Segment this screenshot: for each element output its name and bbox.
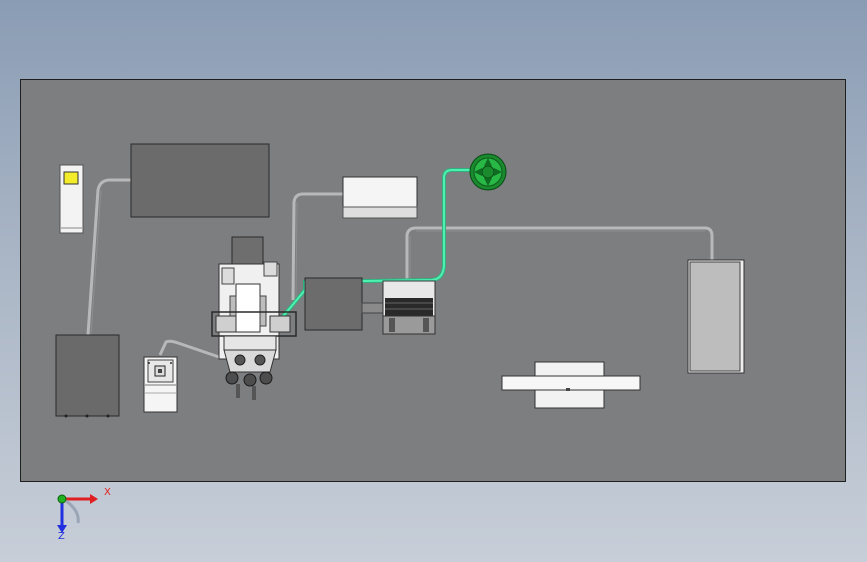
gray-pipes-shadow bbox=[90, 189, 705, 336]
green-fan-icon[interactable] bbox=[469, 153, 507, 191]
machine-head[interactable] bbox=[211, 236, 297, 400]
cabinet-bottom-left[interactable] bbox=[55, 334, 120, 418]
motor-unit[interactable] bbox=[382, 280, 436, 335]
coordinate-triad-icon bbox=[57, 494, 98, 533]
green-pipe bbox=[268, 168, 474, 334]
gray-pipes bbox=[86, 178, 714, 360]
cabinet-top-left[interactable] bbox=[130, 143, 270, 218]
pressure-unit[interactable] bbox=[143, 356, 178, 413]
coordinate-triad: X Z bbox=[50, 485, 120, 545]
axis-z-label: Z bbox=[58, 531, 65, 542]
axis-x-label: X bbox=[104, 487, 111, 498]
yellow-indicator-icon bbox=[63, 171, 79, 185]
housing-block[interactable] bbox=[304, 277, 385, 331]
electrical-box[interactable] bbox=[342, 176, 418, 219]
bench-fixture[interactable] bbox=[501, 361, 641, 409]
cabinet-right[interactable] bbox=[687, 259, 745, 374]
control-unit-small[interactable] bbox=[59, 164, 84, 234]
